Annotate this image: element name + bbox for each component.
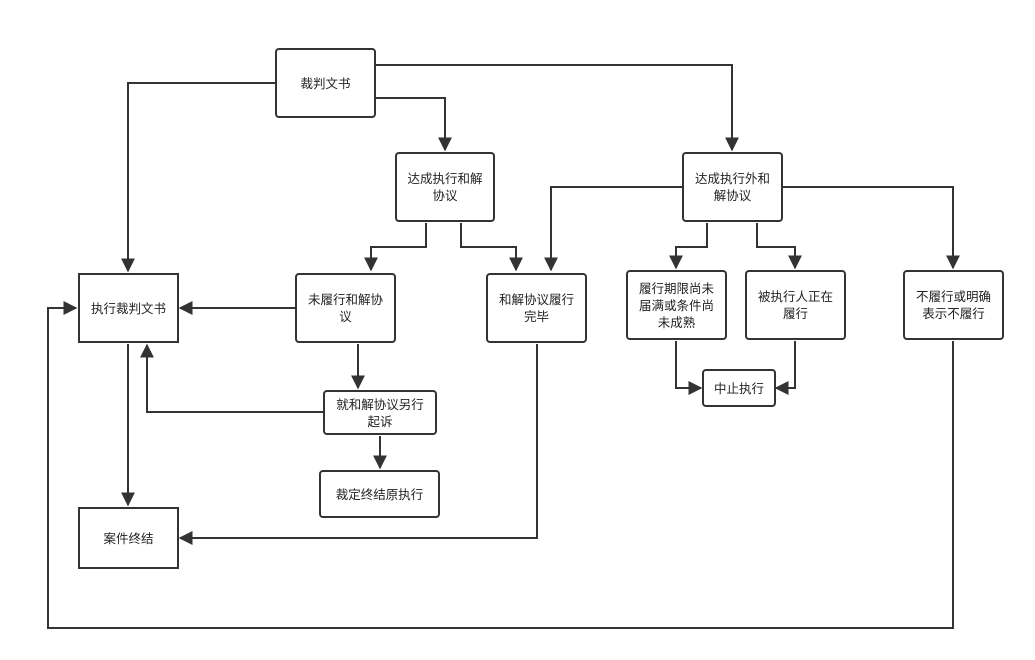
edge-sue-to-exec-judgment <box>140 343 323 413</box>
node-nonexec-settlement: 达成执行外和 解协议 <box>682 152 783 222</box>
edge-exec-settlement-to-completed <box>460 223 523 272</box>
node-exec-judgment: 执行裁判文书 <box>78 273 179 343</box>
edge-nonexec-settlement-to-executee-performing <box>756 223 802 270</box>
edge-nonexec-settlement-to-period-unexpired <box>669 223 708 270</box>
edge-judgment-to-exec-settlement <box>376 97 452 152</box>
edge-refuse-to-exec-judgment <box>47 301 954 629</box>
node-case-closed: 案件终结 <box>78 507 179 569</box>
edge-nonexec-settlement-to-completed <box>544 186 682 272</box>
node-executee-performing: 被执行人正在 履行 <box>745 270 846 340</box>
node-unperformed-settlement: 未履行和解协 议 <box>295 273 396 343</box>
edge-executee-performing-to-suspend <box>774 341 796 395</box>
edge-period-unexpired-to-suspend <box>675 341 703 395</box>
edge-nonexec-settlement-to-refuse <box>783 186 960 270</box>
edge-judgment-to-exec-judgment <box>121 82 275 273</box>
node-ruling-original: 裁定终结原执行 <box>319 470 440 518</box>
node-exec-settlement: 达成执行和解 协议 <box>395 152 495 222</box>
node-sue-separately: 就和解协议另行 起诉 <box>323 390 437 435</box>
node-suspend-execution: 中止执行 <box>702 369 776 407</box>
edge-exec-settlement-to-unperformed <box>364 223 427 272</box>
edge-judgment-to-nonexec-settlement <box>376 64 739 152</box>
node-judgment: 裁判文书 <box>275 48 376 118</box>
node-refuse-perform: 不履行或明确 表示不履行 <box>903 270 1004 340</box>
node-period-unexpired: 履行期限尚未 届满或条件尚 未成熟 <box>626 270 727 340</box>
node-settlement-completed: 和解协议履行 完毕 <box>486 273 587 343</box>
edge-completed-to-case-closed <box>178 344 538 545</box>
